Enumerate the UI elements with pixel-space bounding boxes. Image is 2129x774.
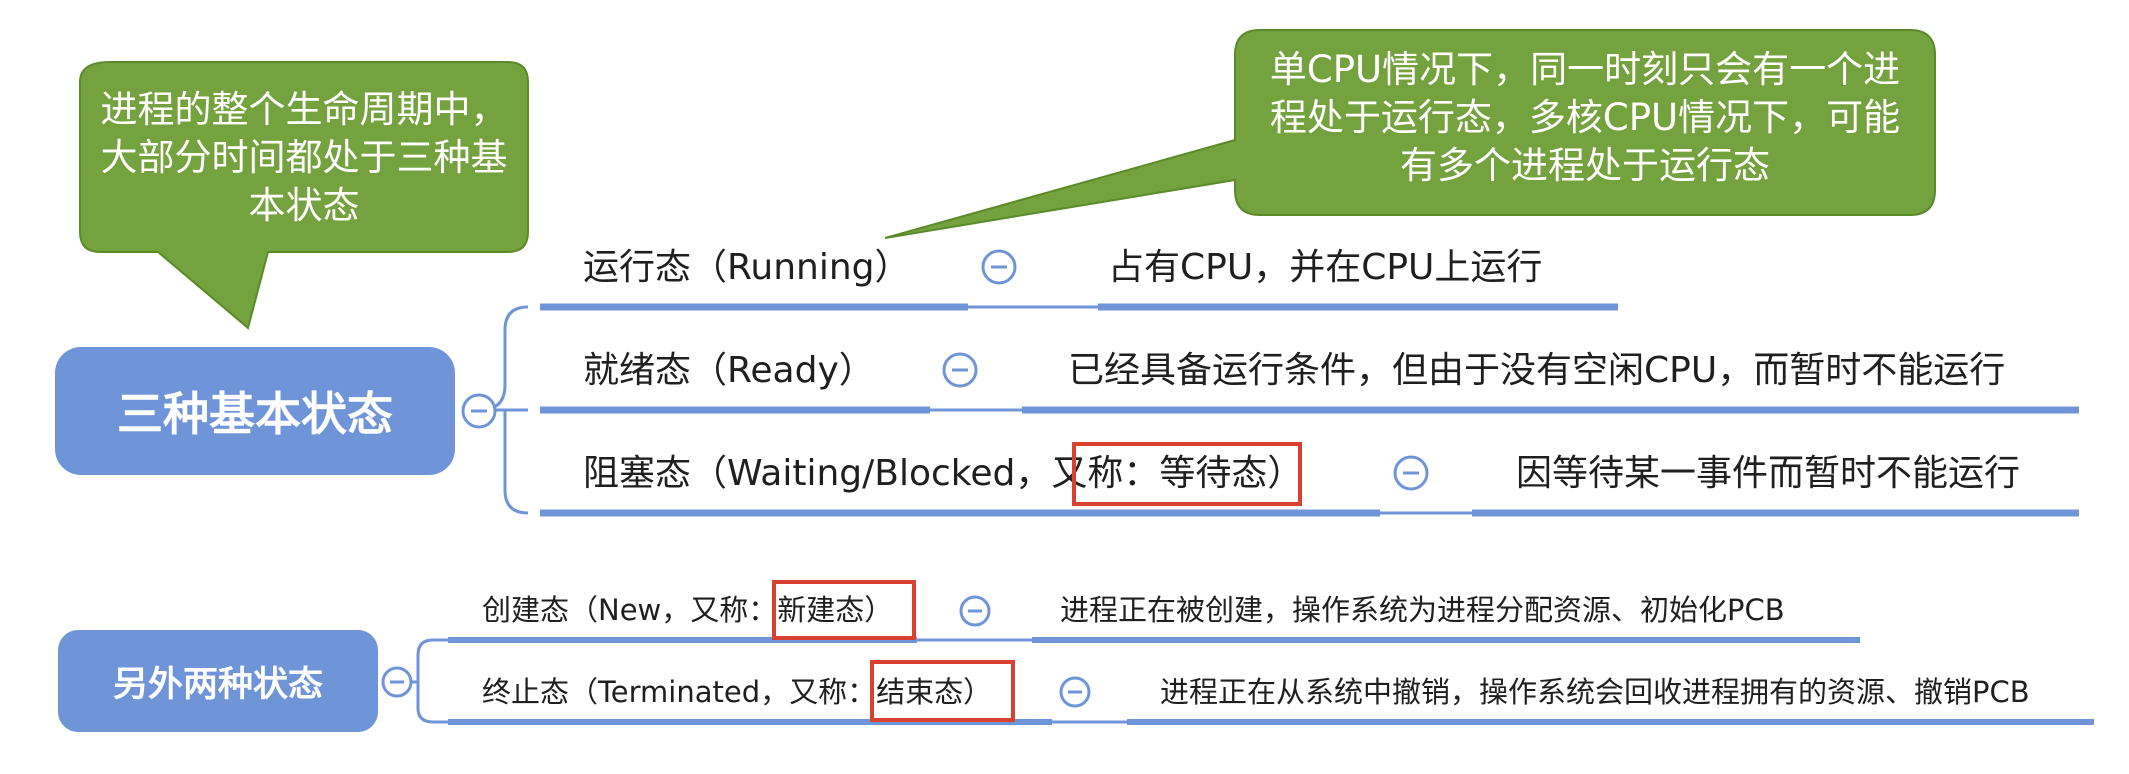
ready-state-desc: 已经具备运行条件，但由于没有空闲CPU，而暂时不能运行 bbox=[1068, 350, 2006, 391]
new-state-desc: 进程正在被创建，操作系统为进程分配资源、初始化PCB bbox=[1060, 593, 1785, 627]
terminated-state-label: 终止态（Terminated，又称：结束态） bbox=[482, 678, 992, 707]
minus-circle-icon[interactable] bbox=[941, 351, 979, 389]
left-callout-text: 进程的整个生命周期中，大部分时间都处于三种基本状态 bbox=[100, 88, 508, 227]
new-state-alias: 新建态） bbox=[777, 593, 894, 627]
other-states-title: 另外两种状态 bbox=[112, 664, 323, 705]
basic-states-title: 三种基本状态 bbox=[117, 387, 393, 441]
right-callout-text: 单CPU情况下，同一时刻只会有一个进程处于运行态，多核CPU情况下，可能有多个进… bbox=[1269, 48, 1901, 187]
left-callout-bubble bbox=[79, 61, 529, 330]
terminated-state-alias: 结束态） bbox=[876, 675, 993, 709]
ready-state-label: 就绪态（Ready） bbox=[583, 350, 875, 391]
terminated-highlight-box bbox=[870, 660, 1015, 722]
blocked-state-main: 阻塞态（Waiting/Blocked， bbox=[583, 453, 1052, 494]
running-state-label: 运行态（Running） bbox=[583, 247, 911, 288]
minus-circle-icon[interactable] bbox=[1392, 454, 1430, 492]
blocked-state-end: ） bbox=[1267, 453, 1304, 494]
new-highlight-box bbox=[772, 580, 916, 640]
blocked-state-label: 阻塞态（Waiting/Blocked，又称：等待态） bbox=[583, 456, 1303, 492]
terminated-state-main: 终止态（Terminated，又称： bbox=[482, 675, 877, 709]
other-states-root[interactable]: 另外两种状态 bbox=[58, 630, 378, 732]
basic-states-root[interactable]: 三种基本状态 bbox=[55, 347, 455, 475]
waiting-highlight-box bbox=[1072, 442, 1302, 506]
minus-circle-icon[interactable] bbox=[980, 248, 1018, 286]
minus-circle-icon[interactable] bbox=[460, 392, 498, 430]
right-callout-bubble bbox=[884, 29, 1936, 239]
blocked-state-desc: 因等待某一事件而暂时不能运行 bbox=[1516, 453, 2021, 494]
new-state-label: 创建态（New，又称：新建态） bbox=[482, 596, 893, 625]
new-state-main: 创建态（New，又称： bbox=[482, 593, 778, 627]
minus-circle-icon[interactable] bbox=[958, 594, 992, 628]
minus-circle-icon[interactable] bbox=[380, 665, 414, 699]
terminated-state-desc: 进程正在从系统中撤销，操作系统会回收进程拥有的资源、撤销PCB bbox=[1160, 675, 2030, 709]
blocked-state-alias: 又称：等待态 bbox=[1051, 453, 1268, 494]
minus-circle-icon[interactable] bbox=[1058, 675, 1092, 709]
running-state-desc: 占有CPU，并在CPU上运行 bbox=[1108, 247, 1543, 288]
